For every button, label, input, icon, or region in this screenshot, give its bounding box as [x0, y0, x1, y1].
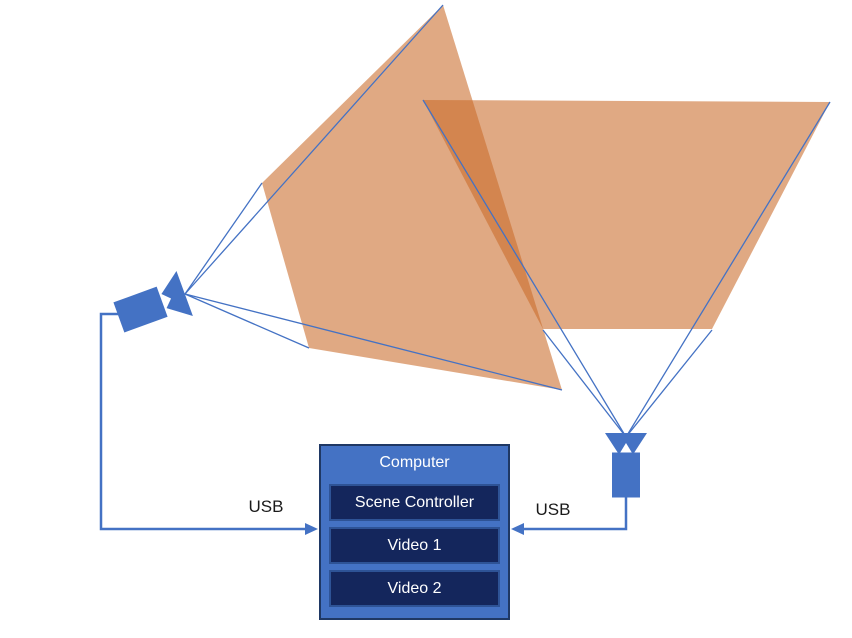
camera-lens	[605, 433, 647, 455]
frustum-line	[625, 329, 713, 438]
frustum-line	[184, 293, 563, 391]
frustum-line	[625, 101, 831, 438]
arrowhead-left-icon	[511, 523, 524, 535]
module-video-1: Video 1	[329, 527, 500, 564]
camera-2-icon	[605, 433, 647, 498]
frustum-line	[184, 4, 444, 295]
camera-body	[612, 452, 640, 498]
usb-connector-left-line	[99, 312, 306, 531]
camera-1-icon	[113, 270, 193, 333]
usb-label-left: USB	[248, 497, 284, 516]
frustum-line	[422, 99, 627, 438]
usb-connector-right	[511, 497, 628, 535]
camera-1-frustum-lines	[184, 4, 563, 391]
usb-connector-left	[99, 312, 318, 535]
module-video-2: Video 2	[329, 570, 500, 607]
frustum-line	[542, 329, 627, 438]
computer-title: Computer	[379, 454, 450, 471]
module-scene-controller: Scene Controller	[329, 484, 500, 521]
usb-label-right: USB	[535, 500, 571, 519]
computer-modules: Scene Controller Video 1 Video 2	[321, 484, 508, 607]
frustum-line	[184, 182, 263, 295]
usb-connector-right-line	[523, 497, 628, 531]
camera-body	[113, 286, 168, 333]
camera-lens	[161, 270, 193, 317]
projection-screen-right	[423, 100, 830, 329]
computer-box: Computer Scene Controller Video 1 Video …	[319, 444, 510, 620]
frustum-line	[184, 293, 310, 349]
camera-2-frustum-lines	[422, 99, 831, 438]
arrowhead-right-icon	[305, 523, 318, 535]
projection-screen-left	[262, 5, 562, 390]
